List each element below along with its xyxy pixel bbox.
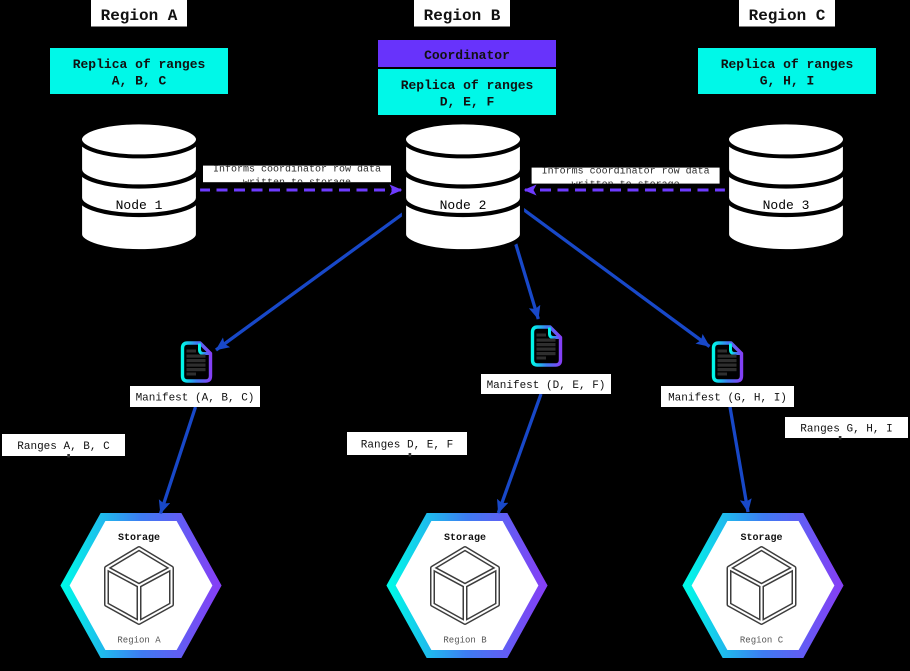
- svg-text:Replica of ranges: Replica of ranges: [721, 57, 854, 72]
- svg-text:Coordinator: Coordinator: [424, 48, 510, 63]
- svg-text:A, B, C: A, B, C: [112, 74, 167, 89]
- svg-text:Node 2: Node 2: [440, 198, 487, 213]
- svg-text:Region B: Region B: [443, 636, 487, 646]
- svg-text:Storage: Storage: [118, 533, 160, 544]
- svg-text:Node 3: Node 3: [763, 198, 810, 213]
- svg-text:Region C: Region C: [740, 636, 784, 646]
- svg-text:G, H, I: G, H, I: [760, 74, 815, 89]
- svg-text:Manifest (A, B, C): Manifest (A, B, C): [136, 393, 255, 405]
- svg-text:Ranges G, H, I: Ranges G, H, I: [800, 424, 892, 436]
- svg-text:Manifest (G, H, I): Manifest (G, H, I): [668, 393, 787, 405]
- svg-text:Region C: Region C: [749, 7, 826, 25]
- svg-text:Region A: Region A: [101, 7, 178, 25]
- svg-text:D, E, F: D, E, F: [440, 95, 495, 110]
- svg-text:Replica of ranges: Replica of ranges: [401, 78, 534, 93]
- svg-text:Manifest (D, E, F): Manifest (D, E, F): [487, 380, 606, 392]
- svg-text:Storage: Storage: [740, 533, 782, 544]
- svg-text:Ranges A, B, C: Ranges A, B, C: [17, 441, 110, 453]
- svg-text:Replica of ranges: Replica of ranges: [73, 57, 206, 72]
- svg-text:written to storage: written to storage: [572, 179, 680, 191]
- svg-text:Informs coordinator row data: Informs coordinator row data: [213, 164, 381, 176]
- svg-text:Storage: Storage: [444, 533, 486, 544]
- svg-text:Node 1: Node 1: [116, 198, 163, 213]
- svg-text:Ranges D, E, F: Ranges D, E, F: [361, 440, 453, 452]
- svg-text:written to storage: written to storage: [243, 177, 351, 189]
- svg-text:Region B: Region B: [424, 7, 501, 25]
- svg-text:Region A: Region A: [117, 636, 161, 646]
- svg-text:Informs coordinator row data: Informs coordinator row data: [542, 166, 710, 178]
